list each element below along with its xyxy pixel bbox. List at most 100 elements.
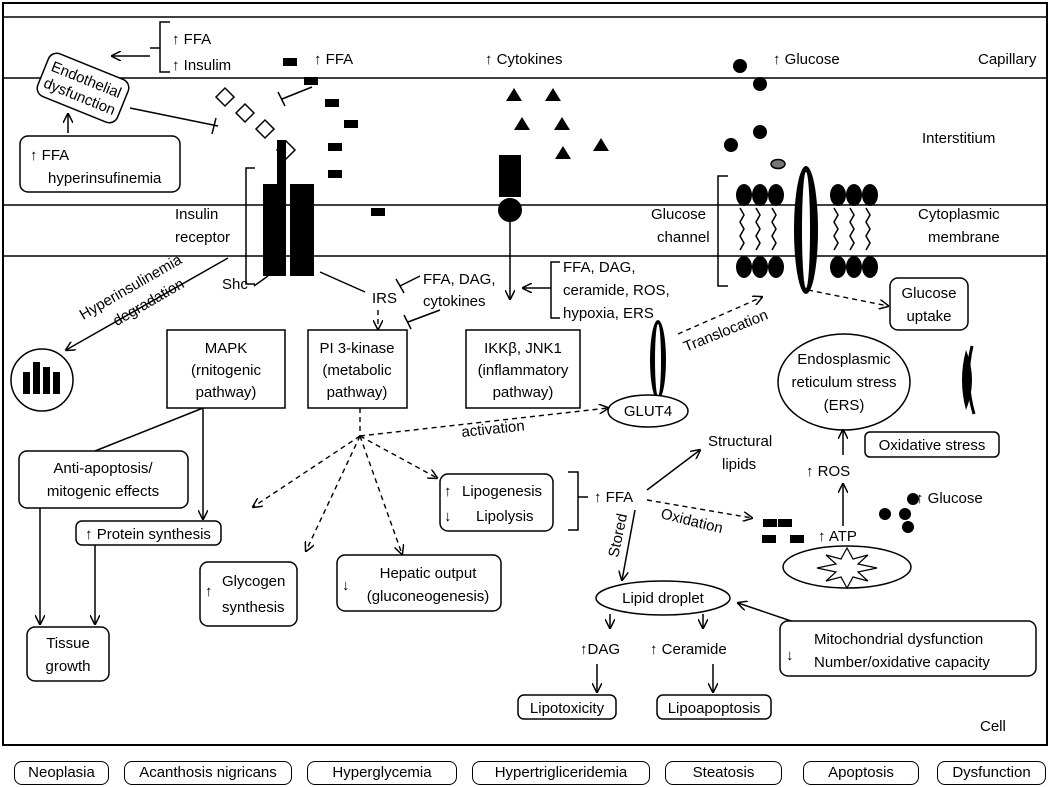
- cytokine-receptor: [499, 155, 521, 197]
- glucose-molecule: [879, 508, 891, 520]
- oxidation-label: Oxidation: [659, 505, 725, 537]
- anti-apoptosis-box: [18, 450, 189, 509]
- glut4-label: GLUT4: [624, 403, 672, 420]
- glucose-label-right: ↑ Glucose: [916, 490, 983, 507]
- ffa-molecule: [344, 120, 358, 128]
- ffa-molecule: [325, 99, 339, 107]
- mito-down-arrow: ↓: [786, 647, 794, 664]
- glut4-transporter-core: [655, 324, 661, 396]
- anti-apoptosis-label-1: Anti-apoptosis/: [53, 460, 153, 477]
- receptor-to-irs-line: [319, 271, 366, 293]
- glucose-molecule: [733, 59, 747, 73]
- glucose-channel: [736, 166, 878, 294]
- glucose-channel-label-2: channel: [657, 229, 710, 246]
- ffa-molecule: [371, 208, 385, 216]
- insulin-molecule: [214, 86, 236, 108]
- interstitium-label: Interstitium: [922, 130, 995, 147]
- ffa-molecule: [778, 519, 792, 527]
- arrow-to-glycogen: [306, 435, 361, 551]
- insulin-molecule: [254, 118, 276, 140]
- insulin-receptor-subunit: [290, 184, 302, 276]
- structural-lipids-label-1: Structural: [708, 433, 772, 450]
- lipoapoptosis-label: Lipoapoptosis: [668, 700, 761, 717]
- glycogen-label-1: Glycogen: [222, 573, 285, 590]
- mapk-down-line: [94, 407, 204, 452]
- cytokine-molecule: [514, 117, 530, 130]
- hepatic-label-1: Hepatic output: [380, 565, 478, 582]
- endothelial-inhibit-line: [129, 107, 219, 135]
- ffa-molecule: [328, 143, 342, 151]
- outcome-acanthosis-nigricans: Acanthosis nigricans: [124, 761, 292, 785]
- lipid-droplet-label: Lipid droplet: [622, 590, 705, 607]
- arrow-to-glucose-uptake: [807, 289, 888, 306]
- lipotoxicity-label: Lipotoxicity: [530, 700, 605, 717]
- hepatic-arrow: ↓: [342, 577, 350, 594]
- mito-label-2: Number/oxidative capacity: [814, 654, 990, 671]
- ceramide-label: ↑ Ceramide: [650, 641, 727, 658]
- cytokine-molecule: [545, 88, 561, 101]
- pi3k-label-2: (metabolic: [322, 362, 392, 379]
- glucose-channel-label-1: Glucose: [651, 206, 706, 223]
- protein-synthesis-label: ↑ Protein synthesis: [85, 526, 211, 543]
- ros-label: ↑ ROS: [806, 463, 850, 480]
- degraded-receptor-bar: [43, 367, 50, 394]
- ffa-molecule: [328, 170, 342, 178]
- irs-inhibitor-label-1: FFA, DAG,: [423, 271, 496, 288]
- irs-label: IRS: [372, 290, 397, 307]
- arrow-activation: [359, 408, 608, 437]
- cell-label: Cell: [980, 718, 1006, 735]
- irs-inhibit-line: [395, 275, 421, 294]
- arrow-degradation: [66, 257, 229, 350]
- cytokine-molecule: [506, 88, 522, 101]
- lipogenesis-box: [439, 473, 554, 532]
- ffa-molecule: [790, 535, 804, 543]
- activation-label: activation: [461, 417, 526, 441]
- atp-label: ↑ ATP: [818, 528, 857, 545]
- glucose-molecule: [753, 77, 767, 91]
- arrow-to-mapk-side: [253, 435, 361, 507]
- glucose-uptake-label-2: uptake: [906, 308, 951, 325]
- ffa-molecule: [762, 535, 776, 543]
- outcome-hypertrigliceridemia: Hypertrigliceridemia: [472, 761, 650, 785]
- ikk-label-2: (inflammatory: [478, 362, 569, 379]
- outcome-steatosis: Steatosis: [665, 761, 782, 785]
- outcome-apoptosis: Apoptosis: [803, 761, 919, 785]
- insulin-receptor-label-2: receptor: [175, 229, 230, 246]
- arrow-to-lipogenesis: [359, 435, 437, 478]
- insulin-receptor-bracket: [245, 167, 255, 285]
- glucose-uptake-label-1: Glucose: [901, 285, 956, 302]
- lipid-bracket: [568, 471, 588, 531]
- membrane-label-1: Cytoplasmic: [918, 206, 1000, 223]
- ffa-hyperinsulinemia-box: [19, 135, 181, 193]
- mito-dysfunction-box: [779, 620, 1037, 677]
- membrane-label-2: membrane: [928, 229, 1000, 246]
- ffa-hyper-label-1: ↑ FFA: [30, 147, 69, 164]
- translocation-label: Translocation: [681, 306, 770, 355]
- cytokine-receptor-head: [498, 198, 522, 222]
- er-membrane-icon-2: [966, 345, 976, 415]
- ffa-label-capillary: ↑ FFA: [314, 51, 353, 68]
- glucose-molecule: [902, 521, 914, 533]
- degraded-receptor-bar: [33, 362, 40, 394]
- anti-apoptosis-label-2: mitogenic effects: [47, 483, 159, 500]
- glucose-molecule: [724, 138, 738, 152]
- ikk-label-1: IKKβ, JNK1: [484, 340, 562, 357]
- dag-label: ↑DAG: [580, 641, 620, 658]
- glucose-channel-bracket: [717, 175, 728, 287]
- degraded-receptor-icon: [10, 348, 74, 412]
- glucose-label-capillary: ↑ Glucose: [773, 51, 840, 68]
- outcomes-bar: Neoplasia Acanthosis nigricans Hyperglyc…: [0, 758, 1050, 787]
- ers-label-2: reticulum stress: [791, 374, 896, 391]
- degraded-receptor-bar: [23, 372, 30, 394]
- pi3k-label-1: PI 3-kinase: [319, 340, 394, 357]
- glucose-uptake-box: [889, 277, 969, 331]
- lipogenesis-label: Lipogenesis: [462, 483, 542, 500]
- ikk-pathway-box: [465, 329, 581, 409]
- pi3k-inhibit-line: [403, 309, 441, 330]
- mapk-label-2: (rnitogenic: [191, 362, 262, 379]
- insulin-receptor-subunit: [277, 140, 286, 276]
- cell-frame: [2, 2, 1048, 746]
- glucose-channel-marker: [770, 158, 786, 170]
- lipogenesis-up-arrow: ↑: [444, 483, 452, 500]
- glucose-molecule: [907, 493, 919, 505]
